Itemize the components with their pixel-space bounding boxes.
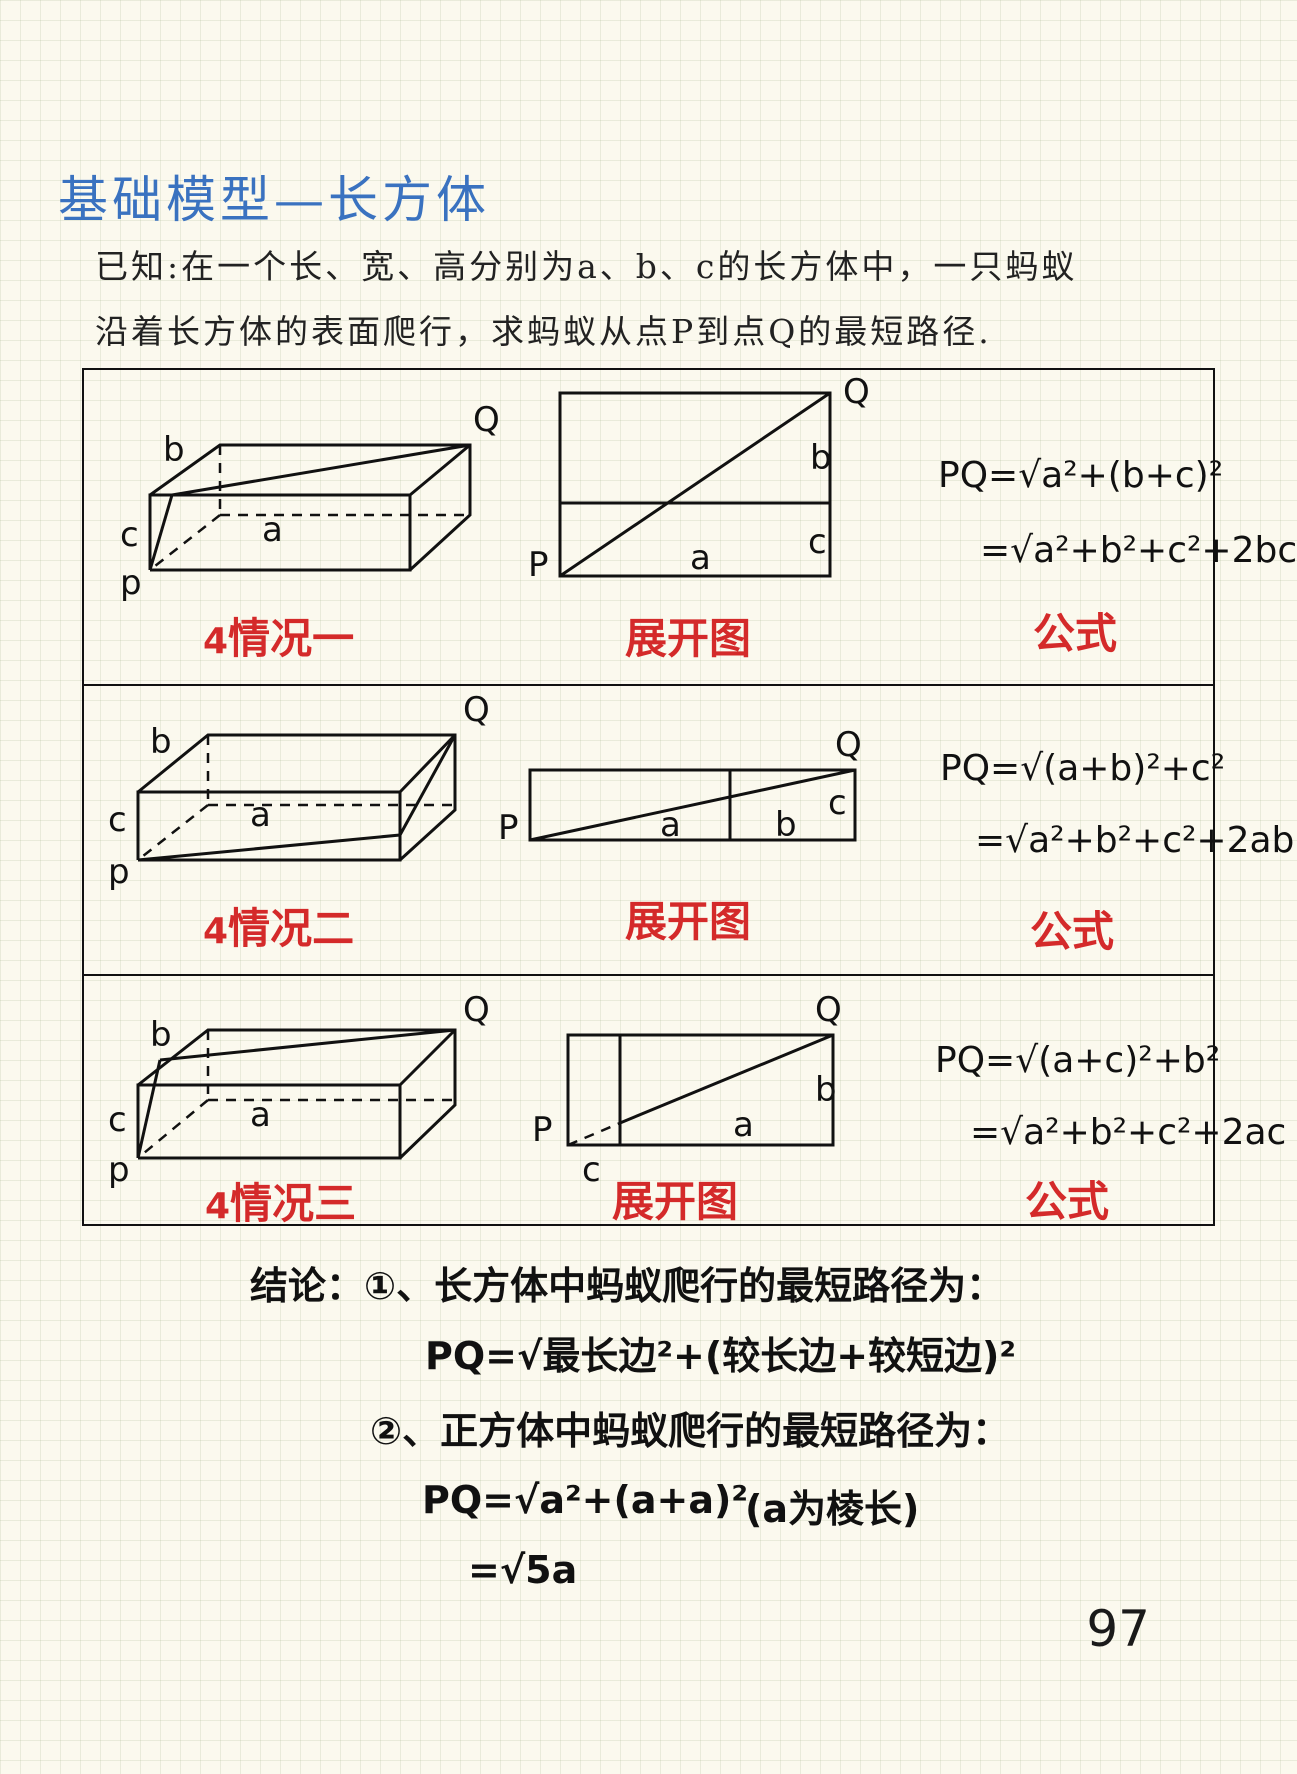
label-q-2: Q — [463, 690, 490, 730]
formula-3b: =√a²+b²+c²+2ac — [970, 1112, 1287, 1153]
net-diagram-1 — [558, 391, 832, 578]
label-a-1: a — [262, 510, 283, 550]
formula-title-1: 公式 — [1033, 609, 1118, 658]
net-label-q-2: Q — [835, 725, 862, 765]
conclusion-line-5: =√5a — [468, 1548, 578, 1592]
net-label-a-2: a — [660, 805, 681, 845]
row-divider-1 — [82, 684, 1215, 686]
conclusion-line-4: PQ=√a²+(a+a)² — [422, 1478, 748, 1522]
net-label-b-2: b — [775, 805, 797, 845]
net-label-q-3: Q — [815, 990, 842, 1030]
formula-1a: PQ=√a²+(b+c)² — [938, 455, 1224, 496]
conclusion-line-3: ②、正方体中蚂蚁爬行的最短路径为： — [370, 1409, 1011, 1453]
formula-title-3: 公式 — [1025, 1177, 1110, 1226]
label-p-3: p — [108, 1150, 130, 1190]
label-q-1: Q — [473, 400, 500, 440]
label-p-1: p — [120, 563, 142, 603]
net-title-3: 展开图 — [612, 1177, 739, 1226]
net-label-a-1: a — [690, 538, 711, 578]
conclusion-line-2: PQ=√最长边²+(较长边+较短边)² — [425, 1334, 1017, 1378]
label-b-1: b — [163, 430, 185, 470]
page-number: 97 — [1086, 1600, 1150, 1658]
net-label-b-1: b — [810, 438, 832, 478]
label-c-3: c — [108, 1100, 127, 1140]
row-divider-2 — [82, 974, 1215, 976]
case-label-2: 4情况二 — [203, 904, 355, 953]
label-c-2: c — [108, 800, 127, 840]
label-b-3: b — [150, 1015, 172, 1055]
net-label-b-3: b — [815, 1070, 837, 1110]
formula-3a: PQ=√(a+c)²+b² — [935, 1040, 1221, 1081]
net-label-a-3: a — [733, 1105, 754, 1145]
label-p-2: p — [108, 852, 130, 892]
label-c-1: c — [120, 515, 139, 555]
net-label-p-3: P — [532, 1110, 553, 1150]
cuboid-diagram-1 — [148, 443, 472, 572]
page-title: 基础模型—长方体 — [58, 171, 490, 229]
cuboid-diagram-2 — [136, 733, 457, 862]
net-label-c-2: c — [828, 783, 847, 823]
label-a-2: a — [250, 795, 271, 835]
problem-line-1: 已知:在一个长、宽、高分别为a、b、c的长方体中，一只蚂蚁 — [95, 247, 1078, 286]
formula-title-2: 公式 — [1030, 907, 1115, 956]
net-label-c-3: c — [582, 1150, 601, 1190]
cases-table — [82, 368, 1215, 1226]
net-label-c-1: c — [808, 522, 827, 562]
cuboid-diagram-3 — [136, 1028, 457, 1160]
net-diagram-3 — [566, 1033, 835, 1147]
net-diagram-2 — [528, 768, 857, 842]
label-b-2: b — [150, 722, 172, 762]
label-a-3: a — [250, 1095, 271, 1135]
net-label-p-1: P — [528, 545, 549, 585]
case-label-3: 4情况三 — [205, 1179, 357, 1228]
net-label-p-2: P — [498, 808, 519, 848]
net-title-1: 展开图 — [625, 614, 752, 663]
conclusion-line-4-note: (a为棱长) — [745, 1487, 920, 1531]
label-q-3: Q — [463, 990, 490, 1030]
net-title-2: 展开图 — [625, 897, 752, 946]
conclusion-line-1: 结论：①、长方体中蚂蚁爬行的最短路径为： — [250, 1264, 1005, 1308]
problem-line-2: 沿着长方体的表面爬行，求蚂蚁从点P到点Q的最短路径. — [95, 312, 992, 351]
formula-2a: PQ=√(a+b)²+c² — [940, 748, 1226, 789]
net-label-q-1: Q — [843, 372, 870, 412]
formula-2b: =√a²+b²+c²+2ab — [975, 820, 1295, 861]
case-label-1: 4情况一 — [203, 614, 355, 663]
formula-1b: =√a²+b²+c²+2bc — [980, 530, 1297, 571]
